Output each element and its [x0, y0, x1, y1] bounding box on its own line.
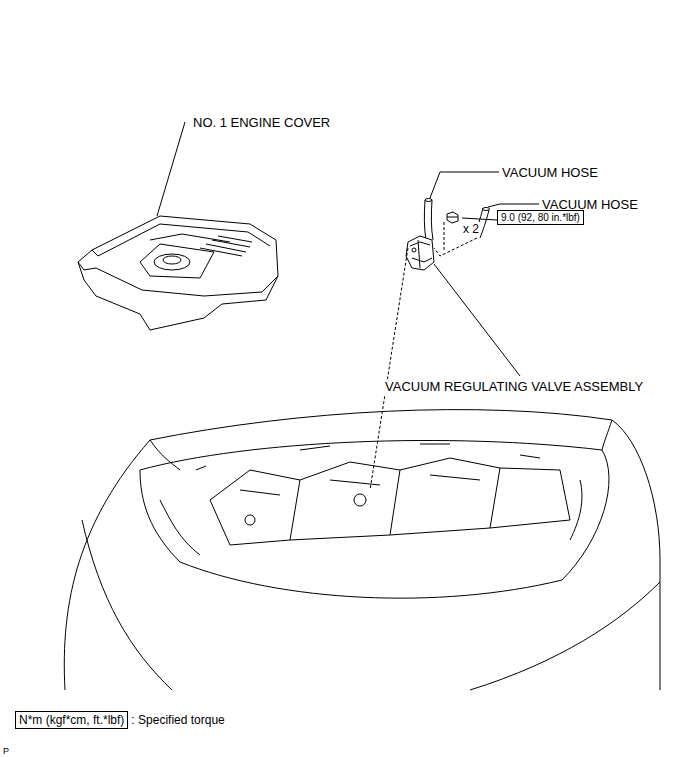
vehicle-front-drawing — [64, 410, 660, 690]
assembly-dashed-lines — [370, 222, 477, 490]
part-label: VACUUM HOSE — [501, 165, 599, 180]
legend-text: : Specified torque — [131, 713, 224, 727]
torque-legend: N*m (kgf*cm, ft.*lbf): Specified torque — [15, 711, 225, 729]
quantity-label: x 2 — [462, 222, 480, 237]
leader-lines — [157, 122, 539, 376]
torque-box: 9.0 (92, 80 in.*lbf) — [497, 210, 584, 225]
valve-drawing — [406, 236, 434, 270]
engine-cover-drawing — [78, 216, 278, 330]
torque-value: N*m (kgf*cm, ft.*lbf) — [15, 711, 128, 729]
torque-value: 9.0 (92, 80 in.*lbf) — [497, 210, 584, 225]
bolt-drawing — [447, 212, 458, 223]
part-label: VACUUM REGULATING VALVE ASSEMBLY — [384, 379, 644, 394]
page-mark: P — [2, 744, 10, 757]
part-label: NO. 1 ENGINE COVER — [192, 115, 331, 130]
